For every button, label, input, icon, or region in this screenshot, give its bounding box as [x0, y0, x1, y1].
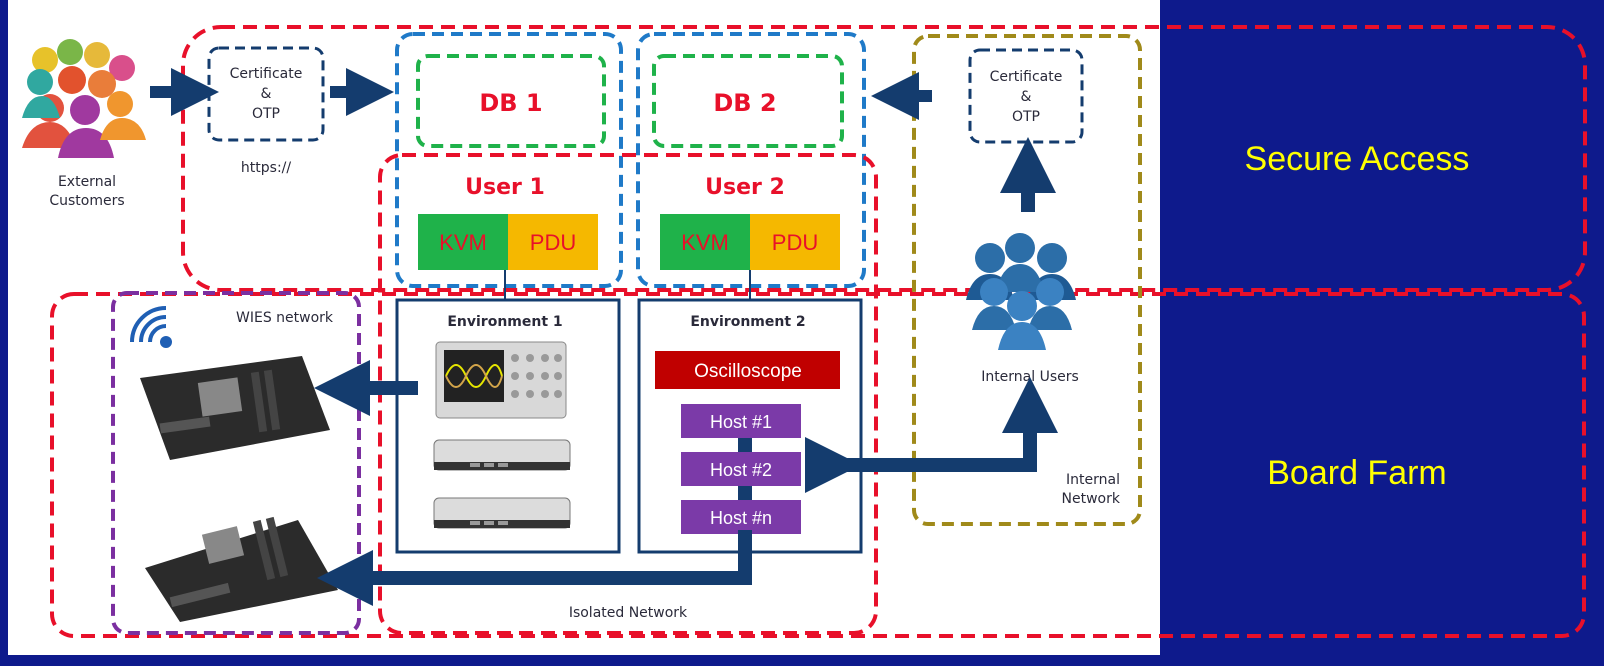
- external-label-line2: Customers: [49, 193, 124, 209]
- internal-network-line1: Internal: [1066, 472, 1120, 488]
- arrow-host2-internal-users: [805, 377, 1058, 493]
- db1-label: DB 1: [479, 89, 542, 117]
- internal-users-label: Internal Users: [981, 369, 1079, 385]
- hostn-label: Host #n: [710, 508, 772, 528]
- user1-kvm: [418, 214, 508, 270]
- environment1-title: Environment 1: [447, 314, 562, 330]
- internal-users-icon: [966, 233, 1076, 350]
- user2-label: User 2: [705, 175, 785, 200]
- mini-pc-icon: [433, 497, 571, 529]
- user2-kvm-label: KVM: [681, 230, 729, 255]
- board-farm-zone: [50, 292, 1586, 638]
- db2-label: DB 2: [713, 89, 776, 117]
- db2-box: [652, 54, 844, 148]
- environment2-title: Environment 2: [690, 314, 805, 330]
- user1-label: User 1: [465, 175, 545, 200]
- isolated-network-label: Isolated Network: [569, 605, 688, 621]
- motherboard-icon: [145, 516, 338, 622]
- db1-column-outline: [395, 32, 623, 288]
- board-farm-label: Board Farm: [1267, 454, 1447, 492]
- certificate-left-line1: Certificate: [230, 66, 303, 82]
- internal-network-line2: Network: [1062, 491, 1121, 507]
- certificate-right-line3: OTP: [1012, 109, 1040, 125]
- wifi-icon: [130, 306, 172, 348]
- external-customers-icon: [22, 39, 146, 158]
- external-label-line1: External: [58, 174, 116, 190]
- mini-pc-icon: [433, 439, 571, 471]
- certificate-left-line2: &: [261, 86, 272, 102]
- host2-label: Host #2: [710, 460, 772, 480]
- host1-box: [681, 404, 801, 438]
- oscilloscope-label: Oscilloscope: [694, 361, 802, 382]
- https-caption: https://: [241, 160, 291, 176]
- internal-network-zone: [912, 34, 1142, 526]
- wies-label: WIES network: [236, 310, 334, 326]
- user2-kvm: [660, 214, 750, 270]
- hostn-box: [681, 500, 801, 534]
- certificate-right-line2: &: [1021, 89, 1032, 105]
- oscilloscope-icon: [435, 341, 567, 419]
- host1-label: Host #1: [710, 412, 772, 432]
- user2-pdu: [750, 214, 840, 270]
- secure-access-zone: [181, 25, 1587, 292]
- host2-box: [681, 452, 801, 486]
- secure-access-label: Secure Access: [1245, 140, 1470, 178]
- certificate-right-line1: Certificate: [990, 69, 1063, 85]
- motherboard-icon: [140, 356, 330, 460]
- db1-box: [416, 54, 606, 148]
- user1-pdu: [508, 214, 598, 270]
- certificate-left-line3: OTP: [252, 106, 280, 122]
- user2-pdu-label: PDU: [772, 230, 818, 255]
- wies-network-zone: [111, 291, 361, 635]
- arrow-hosts-to-board: [317, 530, 752, 606]
- user1-pdu-label: PDU: [530, 230, 576, 255]
- user1-kvm-label: KVM: [439, 230, 487, 255]
